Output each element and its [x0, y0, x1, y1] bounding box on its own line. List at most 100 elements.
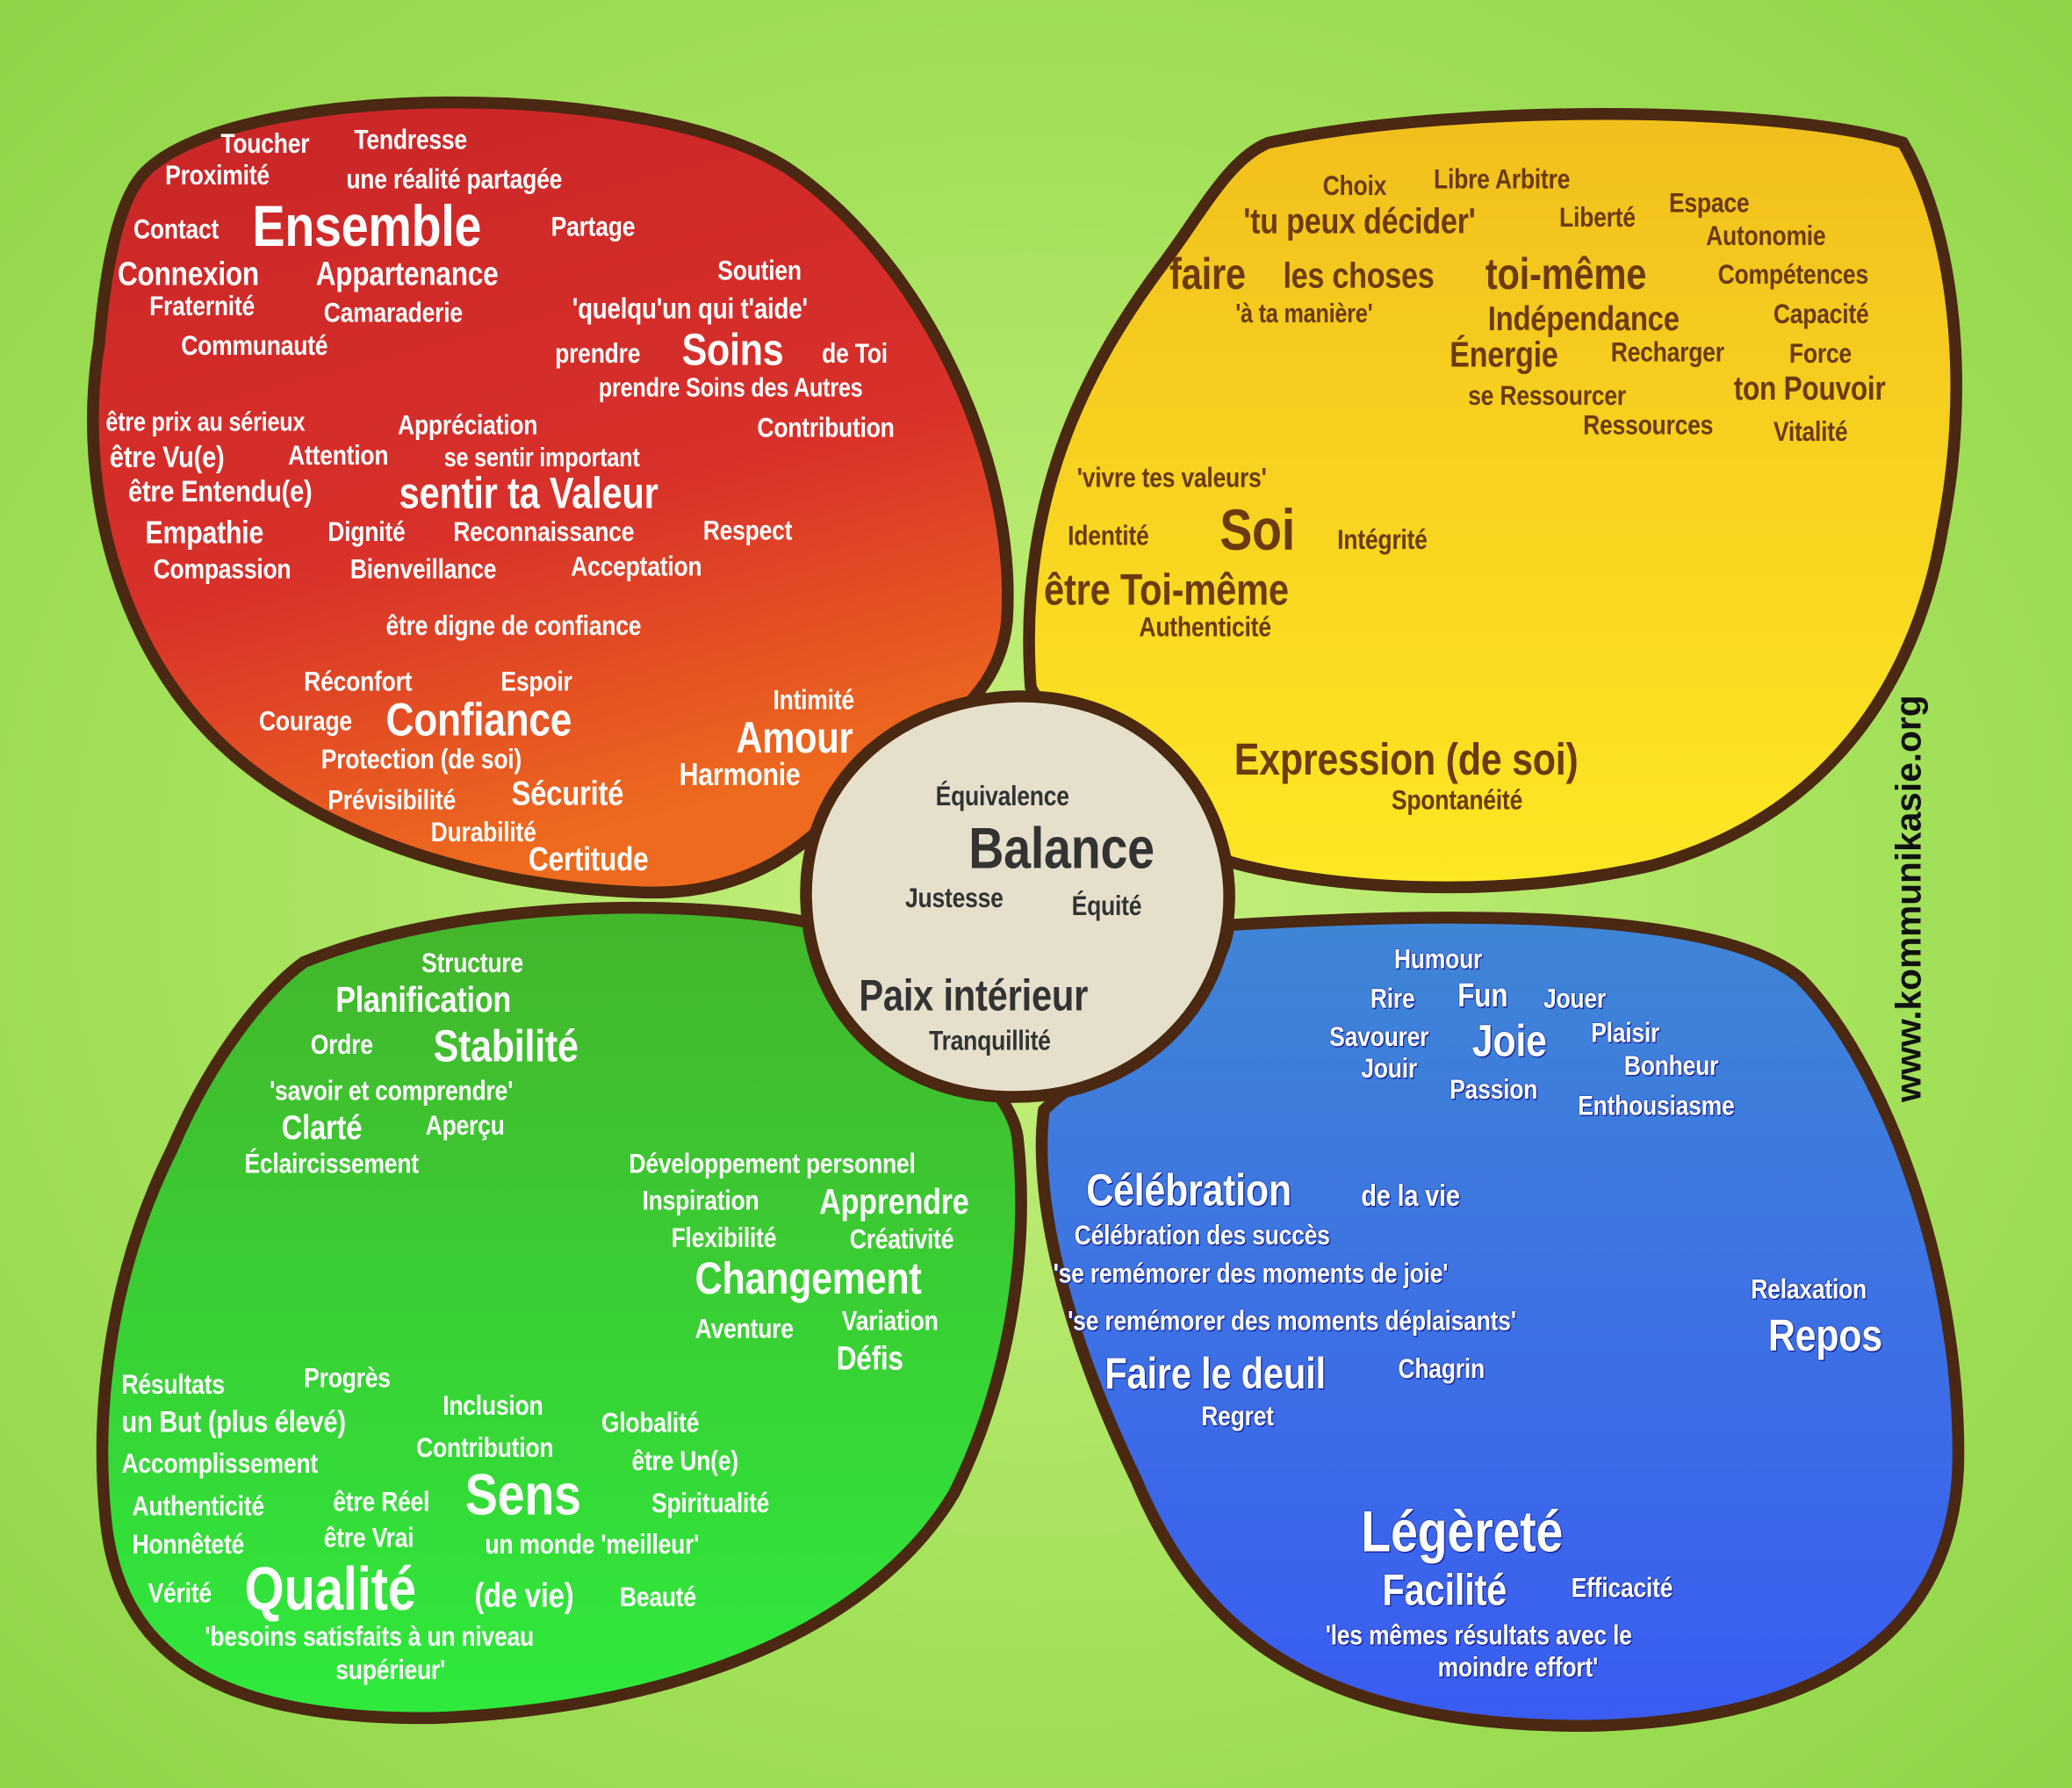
red-need-word: Espoir [500, 667, 572, 697]
green-need-word: être Un(e) [631, 1446, 738, 1477]
red-need-word: Attention [288, 440, 389, 472]
green-need-word: Accomplissement [121, 1449, 318, 1480]
blue-petal [1035, 912, 1965, 1733]
red-need-word: Tendresse [354, 125, 467, 155]
blue-need-word: 'se remémorer des moments de joie' [1053, 1258, 1449, 1289]
red-need-word: Sécurité [511, 773, 624, 813]
blue-need-word: Légèreté [1361, 1499, 1564, 1565]
red-need-word: Connexion [117, 256, 259, 293]
green-need-word: Apprendre [819, 1182, 969, 1222]
yellow-need-word: ton Pouvoir [1733, 371, 1886, 408]
yellow-need-word: Authenticité [1139, 612, 1271, 644]
red-need-word: Courage [258, 706, 352, 737]
red-need-word: Prévisibilité [327, 785, 457, 817]
green-need-word: Progrès [304, 1363, 391, 1394]
blue-need-word: de la vie [1361, 1178, 1460, 1213]
red-need-word: prendre Soins des Autres [598, 373, 863, 403]
green-need-word: Qualité [244, 1554, 416, 1623]
blue-need-word: Efficacité [1571, 1573, 1673, 1604]
red-need-word: Communauté [181, 330, 328, 362]
blue-need-word: 'se remémorer des moments déplaisants' [1068, 1306, 1516, 1337]
red-need-word: 'quelqu'un qui t'aide' [572, 292, 808, 326]
blue-need-word: Enthousiasme [1578, 1091, 1735, 1121]
red-need-word: Fraternité [149, 291, 255, 322]
yellow-need-word: toi-même [1485, 249, 1647, 299]
green-need-word: être Vrai [323, 1523, 414, 1554]
red-need-word: être Vu(e) [109, 439, 225, 474]
yellow-need-word: Intégrité [1337, 525, 1428, 556]
red-need-word: Confiance [385, 694, 572, 746]
red-need-word: Appréciation [398, 410, 538, 441]
yellow-need-word: faire [1169, 249, 1246, 299]
green-need-word: Beauté [619, 1582, 696, 1613]
yellow-need-word: Vitalité [1773, 416, 1848, 448]
red-need-word: Toucher [220, 128, 310, 160]
green-need-word: Ordre [310, 1029, 373, 1061]
red-need-word: Soins [681, 325, 784, 376]
green-need-word: 'savoir et comprendre' [270, 1076, 514, 1107]
yellow-need-word: Identité [1068, 521, 1149, 552]
yellow-need-word: Recharger [1610, 337, 1724, 369]
yellow-need-word: Spontanéité [1391, 785, 1523, 817]
green-need-word: Authenticité [132, 1491, 265, 1522]
green-need-word: Variation [841, 1306, 939, 1337]
blue-need-word: Regret [1201, 1401, 1274, 1432]
red-need-word: Dignité [327, 517, 406, 548]
yellow-petal [1023, 108, 1962, 894]
green-need-word: 'besoins satisfaits à un niveau [205, 1622, 535, 1653]
green-need-word: Spiritualité [651, 1489, 770, 1519]
green-need-word: Défis [836, 1340, 903, 1378]
green-need-word: Créativité [849, 1224, 954, 1255]
blue-need-word: Joie [1471, 1016, 1547, 1067]
red-need-word: être digne de confiance [385, 610, 642, 642]
blue-need-word: Bonheur [1623, 1051, 1719, 1082]
yellow-need-word: Autonomie [1706, 221, 1826, 252]
red-need-word: être prix au sérieux [105, 407, 306, 438]
green-need-word: Résultats [121, 1369, 225, 1401]
blue-need-word: Fun [1457, 977, 1508, 1014]
green-need-word: Honnêteté [132, 1529, 245, 1561]
green-need-word: Changement [694, 1254, 922, 1305]
yellow-need-word: Force [1788, 338, 1852, 370]
blue-need-word: Repos [1767, 1310, 1882, 1361]
red-need-word: Respect [702, 515, 793, 547]
center-need-word: Tranquillité [929, 1026, 1051, 1057]
green-need-word: Inspiration [642, 1186, 759, 1217]
blue-need-word: 'les mêmes résultats avec le [1325, 1620, 1632, 1652]
blue-need-word: Passion [1450, 1075, 1538, 1106]
yellow-need-word: Libre Arbitre [1434, 164, 1571, 195]
green-need-word: Sens [464, 1462, 581, 1528]
red-need-word: Appartenance [315, 256, 499, 293]
center-circle [800, 690, 1235, 1103]
green-need-word: être Réel [333, 1487, 430, 1518]
yellow-need-word: les choses [1283, 256, 1435, 296]
green-need-word: Structure [421, 948, 523, 979]
green-need-word: un monde 'meilleur' [485, 1529, 700, 1561]
center-need-word: Balance [968, 816, 1155, 882]
yellow-need-word: Espace [1668, 188, 1750, 220]
website-url: www.kommunikasie.org [1889, 695, 1929, 1103]
red-need-word: Harmonie [679, 757, 801, 793]
green-need-word: Clarté [281, 1107, 363, 1148]
blue-need-word: Humour [1393, 944, 1483, 975]
green-need-word: Aventure [694, 1314, 794, 1345]
center-need-word: Équité [1071, 890, 1142, 922]
yellow-need-word: Indépendance [1487, 299, 1680, 339]
green-need-word: Stabilité [433, 1021, 579, 1072]
yellow-need-word: être Toi-même [1044, 565, 1289, 614]
blue-need-word: Relaxation [1751, 1274, 1867, 1305]
red-need-word: de Toi [822, 338, 888, 370]
yellow-need-word: Expression (de soi) [1234, 734, 1579, 785]
blue-need-word: Facilité [1382, 1565, 1507, 1615]
green-need-word: Vérité [147, 1578, 212, 1610]
green-need-word: supérieur' [335, 1655, 446, 1686]
blue-need-word: Plaisir [1591, 1018, 1660, 1049]
blue-need-word: Célébration des succès [1074, 1220, 1330, 1251]
yellow-need-word: Liberté [1559, 202, 1636, 234]
red-need-word: se sentir important [443, 443, 640, 473]
red-need-word: Partage [550, 212, 636, 243]
